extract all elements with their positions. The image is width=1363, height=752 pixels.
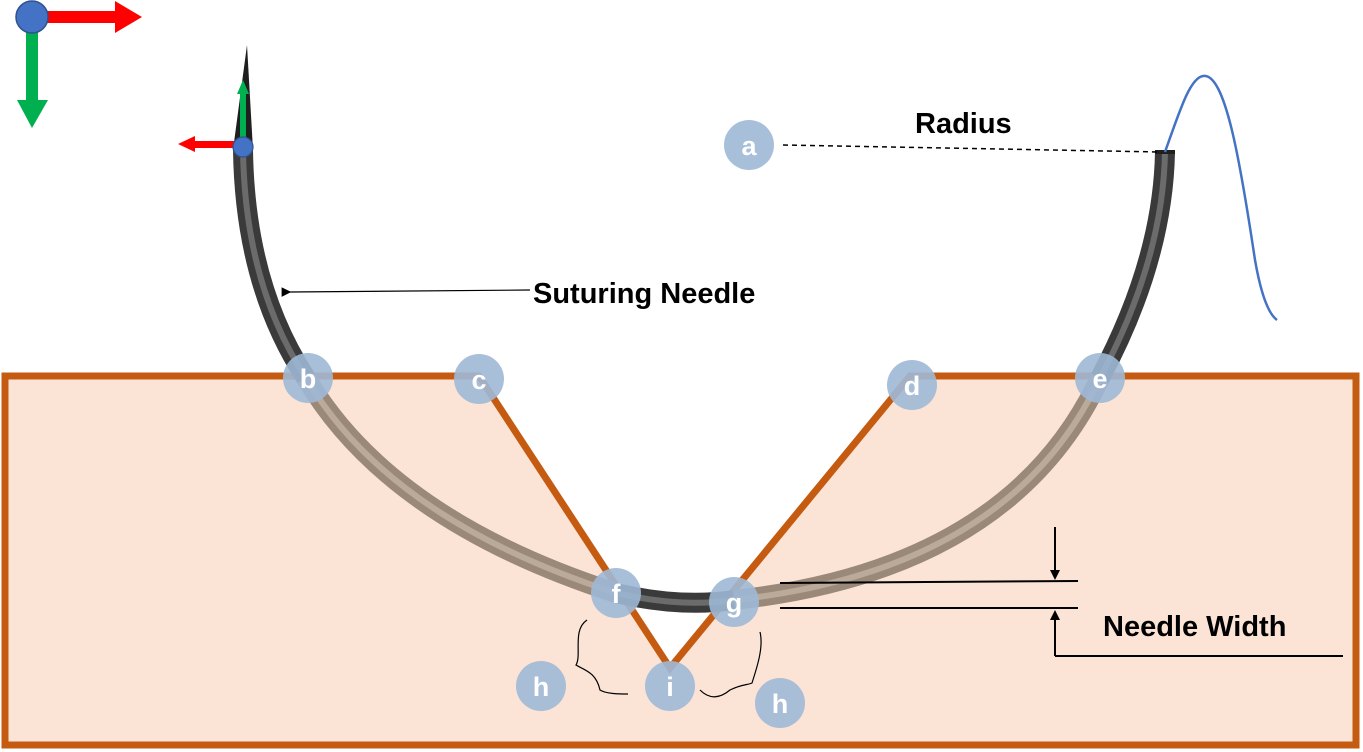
point-marker-f: f <box>591 568 641 618</box>
global-origin <box>15 0 49 34</box>
needle-width-label: Needle Width <box>1103 611 1286 643</box>
point-marker-a: a <box>724 120 774 170</box>
brace-right <box>699 631 762 698</box>
point-label-b: b <box>300 364 317 394</box>
point-marker-e: e <box>1075 353 1125 403</box>
tip-x-axis <box>192 141 243 148</box>
point-label-d: d <box>904 371 921 401</box>
tip-y-arrowhead <box>237 80 249 94</box>
suturing-needle-label: Suturing Needle <box>533 278 755 310</box>
point-marker-d: d <box>887 360 937 410</box>
suture-thread <box>1163 74 1278 322</box>
point-label-h-right: h <box>772 689 789 719</box>
point-marker-h-right: h <box>755 678 805 728</box>
width-arrow-down <box>1050 570 1060 580</box>
point-label-h-left: h <box>533 672 550 702</box>
point-marker-b: b <box>283 353 333 403</box>
radius-label: Radius <box>915 108 1012 140</box>
point-label-i: i <box>666 672 674 702</box>
point-label-g: g <box>726 588 743 618</box>
global-y-arrowhead <box>17 100 48 128</box>
tip-x-arrowhead <box>178 136 195 152</box>
point-marker-g: g <box>709 577 759 627</box>
width-arrow-up <box>1050 610 1060 620</box>
point-marker-i: i <box>645 661 695 711</box>
tip-origin <box>232 136 254 158</box>
global-y-axis <box>26 17 38 103</box>
radius-line <box>782 144 1161 153</box>
tip-y-axis <box>240 92 246 144</box>
needle-shaft-left <box>233 149 315 384</box>
point-label-a: a <box>741 131 757 161</box>
global-x-axis <box>33 11 117 23</box>
point-label-f: f <box>612 579 622 609</box>
brace-left <box>575 619 629 695</box>
global-x-arrowhead <box>115 1 142 33</box>
point-marker-h-left: h <box>516 661 566 711</box>
tissue-border <box>1 372 1360 749</box>
point-label-e: e <box>1092 364 1107 394</box>
incision-cut <box>479 371 910 668</box>
needle-pointer-arrow <box>281 287 531 297</box>
needle-shaft-right <box>1091 151 1175 383</box>
point-marker-c: c <box>454 354 504 404</box>
point-label-c: c <box>471 365 486 395</box>
width-line-top <box>779 580 1079 584</box>
